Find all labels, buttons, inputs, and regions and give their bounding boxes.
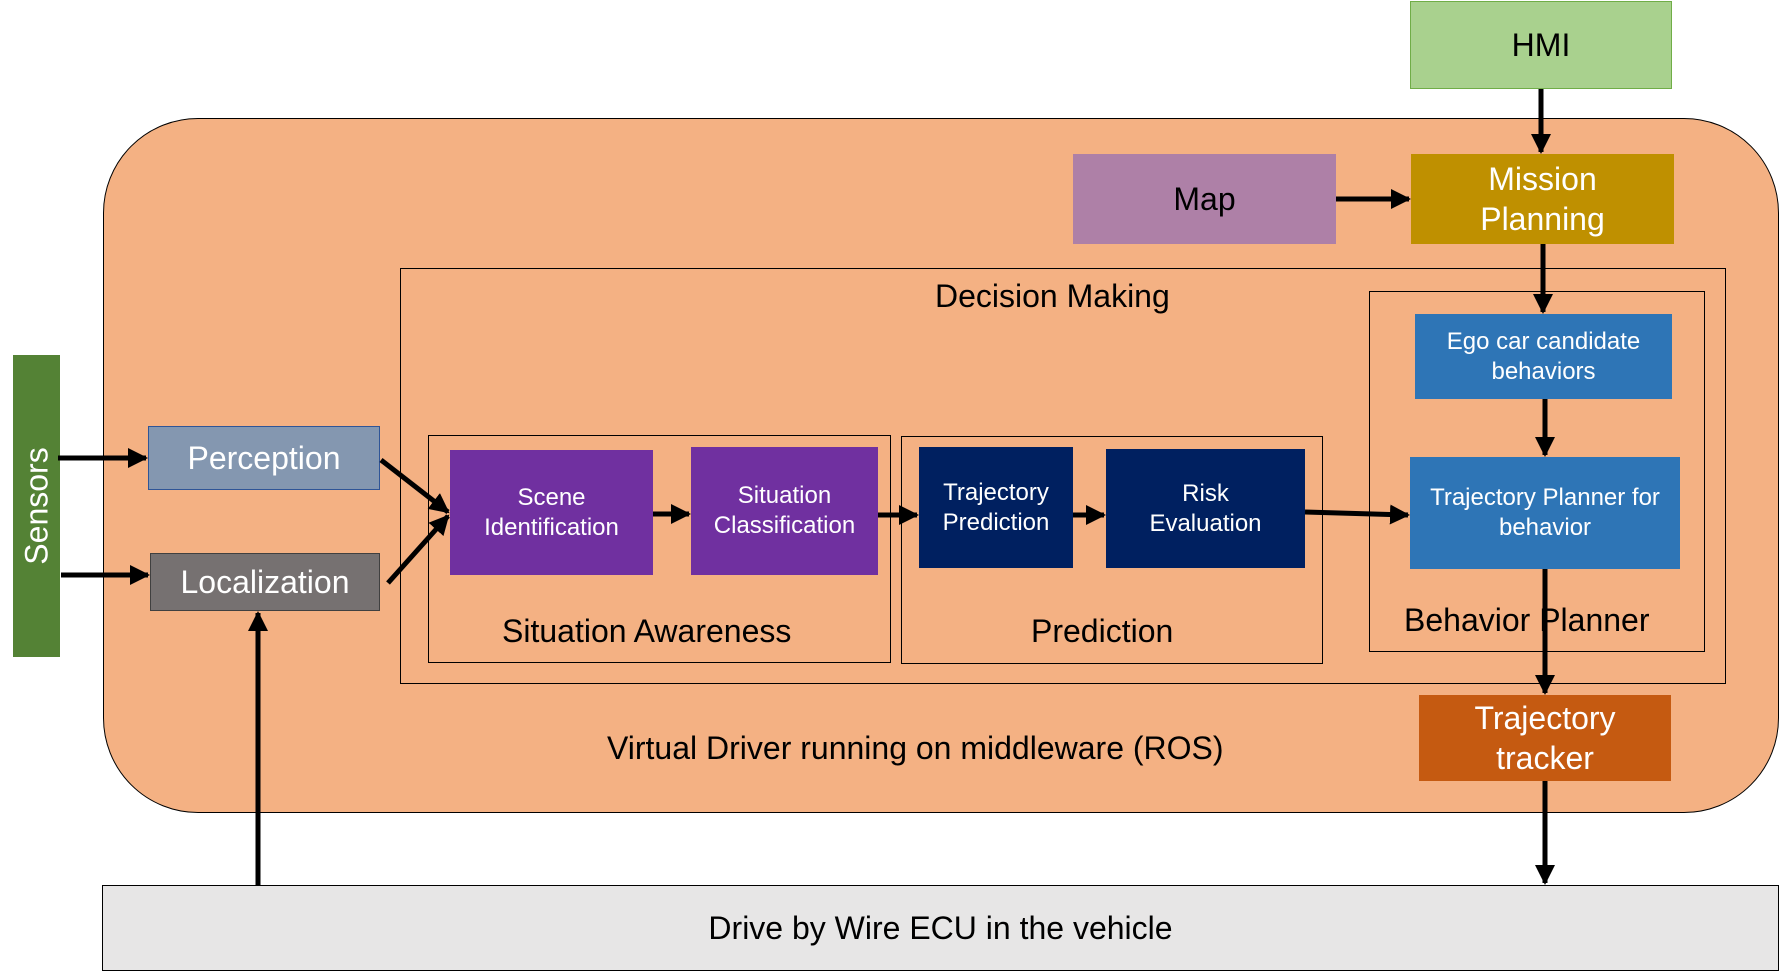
ego-candidate-box: Ego car candidate behaviors (1415, 314, 1672, 399)
middleware-label: Virtual Driver running on middleware (RO… (607, 730, 1224, 766)
mission-planning-label: Mission Planning (1480, 161, 1605, 237)
decision-making-label: Decision Making (935, 278, 1170, 314)
trajectory-planner-label: Trajectory Planner for behavior (1430, 484, 1660, 541)
map-box: Map (1073, 154, 1336, 244)
trajectory-prediction-box: Trajectory Prediction (919, 447, 1073, 568)
scene-identification-label: Scene Identification (484, 483, 619, 541)
localization-box: Localization (150, 553, 380, 611)
trajectory-tracker-label: Trajectory tracker (1474, 700, 1616, 776)
perception-label: Perception (187, 440, 341, 476)
behavior-planner-frame (1369, 291, 1705, 652)
situation-awareness-label: Situation Awareness (502, 613, 792, 649)
map-label: Map (1173, 181, 1236, 217)
prediction-frame (901, 436, 1323, 664)
trajectory-planner-box: Trajectory Planner for behavior (1410, 457, 1680, 569)
trajectory-prediction-label: Trajectory Prediction (942, 478, 1050, 536)
trajectory-tracker-box: Trajectory tracker (1419, 695, 1671, 781)
ecu-label: Drive by Wire ECU in the vehicle (708, 910, 1173, 946)
situation-classification-box: Situation Classification (691, 447, 878, 575)
hmi-label: HMI (1511, 27, 1571, 63)
scene-identification-box: Scene Identification (450, 450, 653, 575)
ego-candidate-label: Ego car candidate behaviors (1446, 327, 1641, 385)
sensors-box: Sensors (13, 355, 60, 657)
ecu-box: Drive by Wire ECU in the vehicle (102, 885, 1779, 971)
risk-evaluation-label: Risk Evaluation (1149, 479, 1262, 537)
localization-label: Localization (180, 564, 350, 600)
mission-planning-box: Mission Planning (1411, 154, 1674, 244)
risk-evaluation-box: Risk Evaluation (1106, 449, 1305, 568)
hmi-box: HMI (1410, 1, 1672, 89)
sensors-label: Sensors (18, 447, 55, 565)
perception-box: Perception (148, 426, 380, 490)
behavior-planner-label: Behavior Planner (1404, 602, 1650, 638)
situation-classification-label: Situation Classification (713, 482, 856, 539)
prediction-label: Prediction (1031, 613, 1174, 649)
